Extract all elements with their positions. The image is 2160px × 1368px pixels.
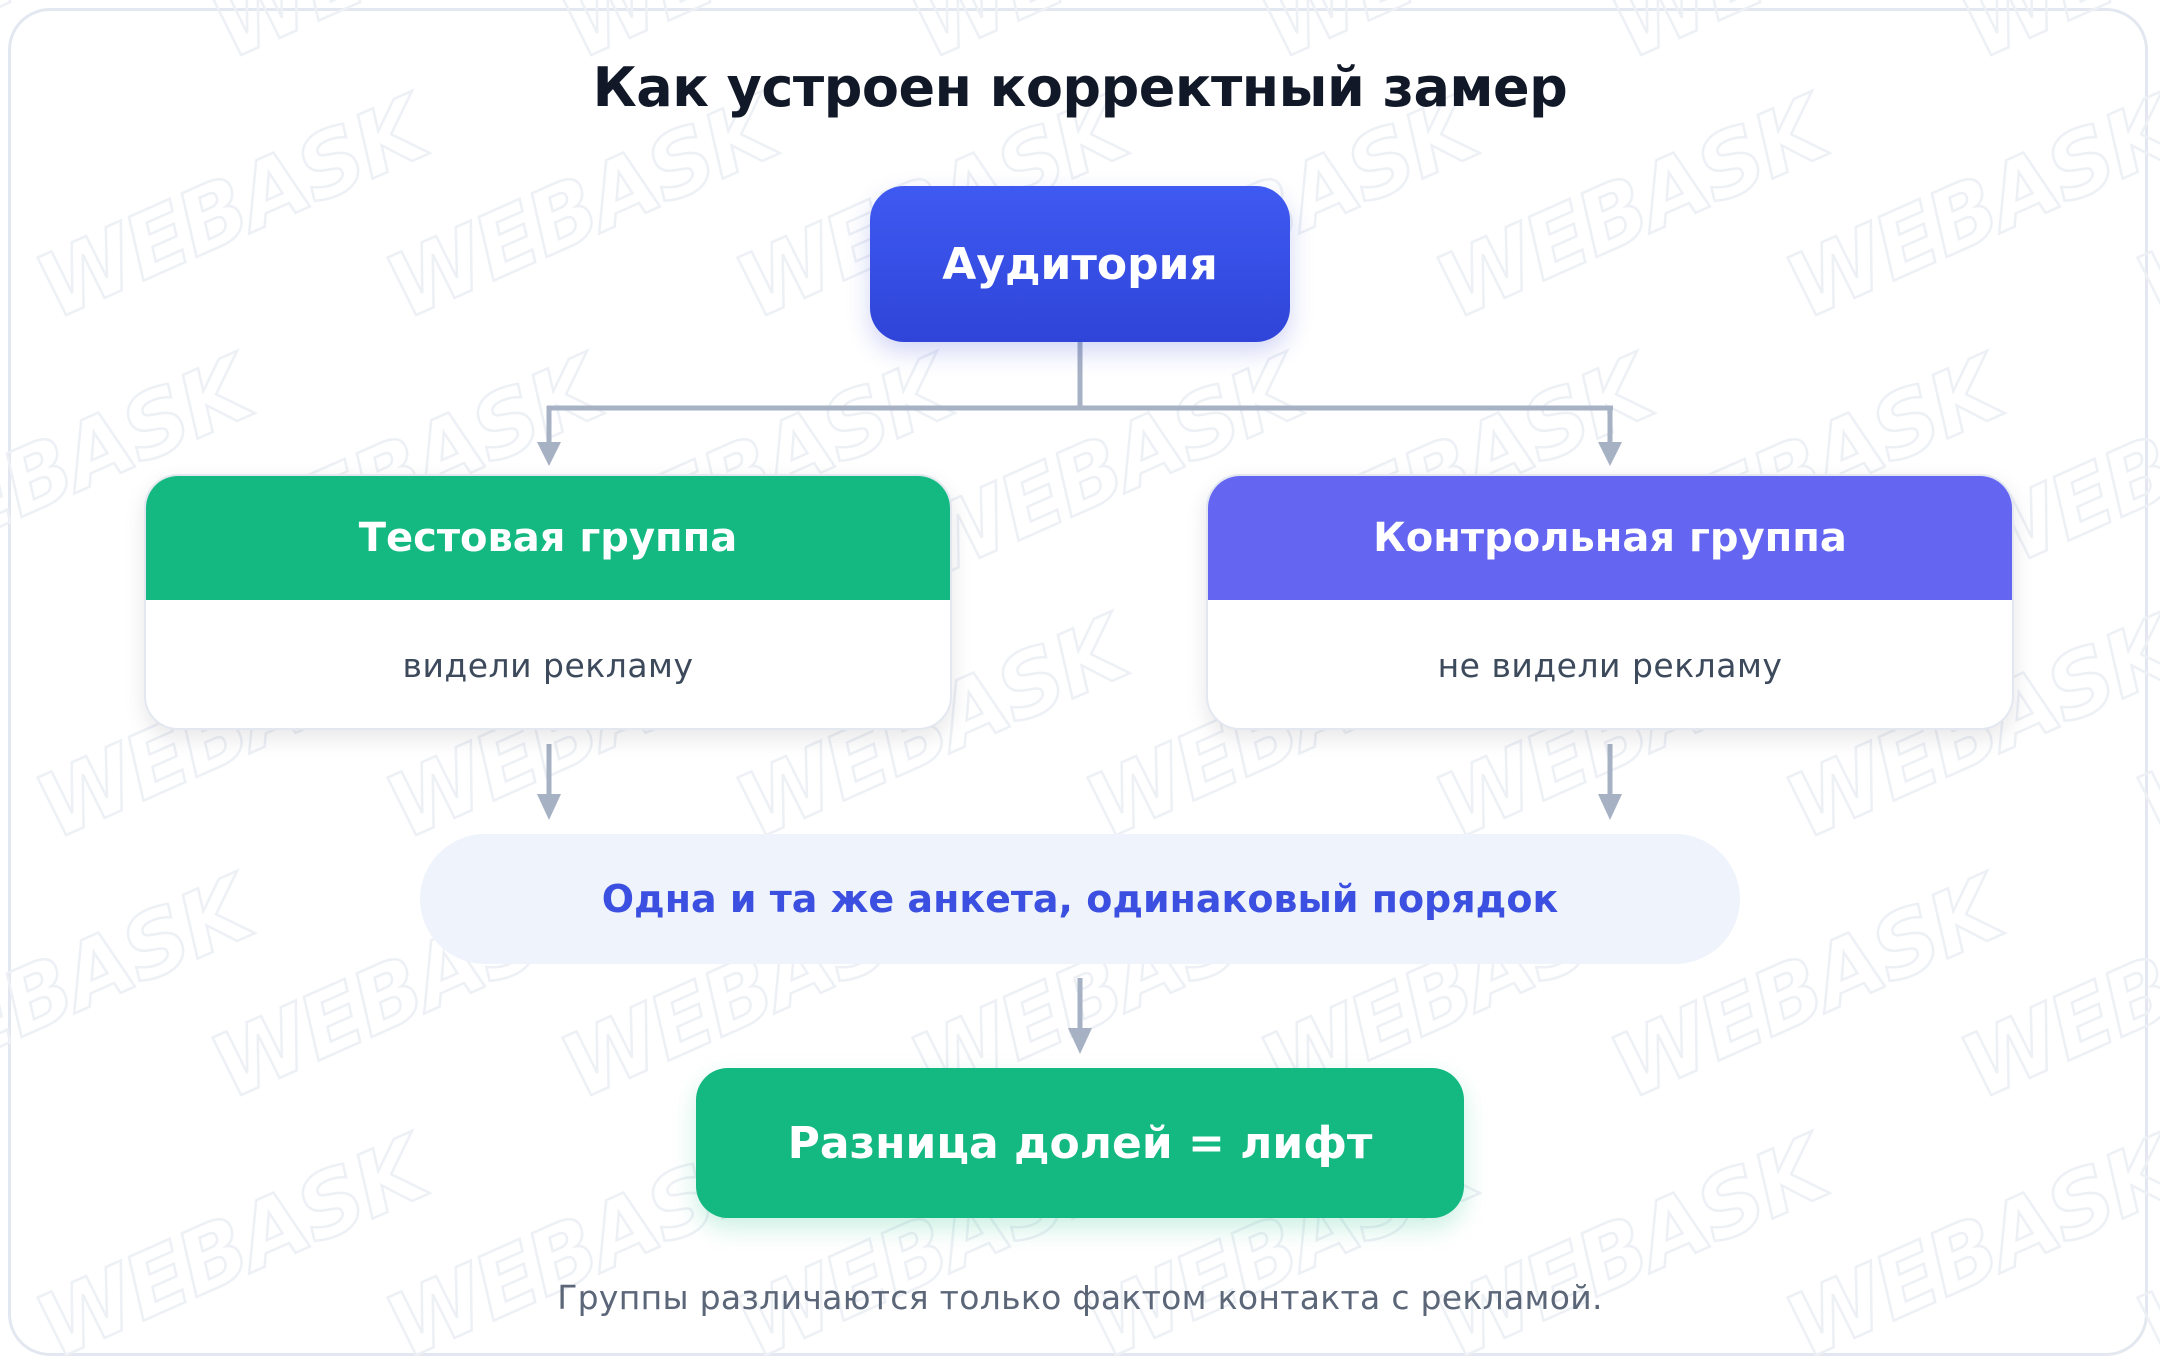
result-node: Разница долей = лифт (696, 1068, 1464, 1218)
survey-node-label: Одна и та же анкета, одинаковый порядок (601, 877, 1559, 921)
control-group-body: не видели рекламу (1208, 600, 2012, 728)
control-group-subtitle: не видели рекламу (1437, 645, 1783, 685)
audience-node: Аудитория (870, 186, 1290, 342)
audience-node-label: Аудитория (942, 238, 1218, 290)
control-group-card: Контрольная группа не видели рекламу (1206, 474, 2014, 730)
test-group-subtitle: видели рекламу (402, 645, 694, 685)
test-group-header: Тестовая группа (146, 476, 950, 600)
test-group-card: Тестовая группа видели рекламу (144, 474, 952, 730)
test-group-body: видели рекламу (146, 600, 950, 728)
result-node-label: Разница долей = лифт (787, 1117, 1373, 1169)
control-group-header: Контрольная группа (1208, 476, 2012, 600)
diagram-title: Как устроен корректный замер (592, 56, 1568, 119)
test-group-title: Тестовая группа (358, 515, 738, 561)
footnote: Группы различаются только фактом контакт… (557, 1278, 1603, 1317)
control-group-title: Контрольная группа (1373, 515, 1847, 561)
survey-node: Одна и та же анкета, одинаковый порядок (420, 834, 1740, 964)
